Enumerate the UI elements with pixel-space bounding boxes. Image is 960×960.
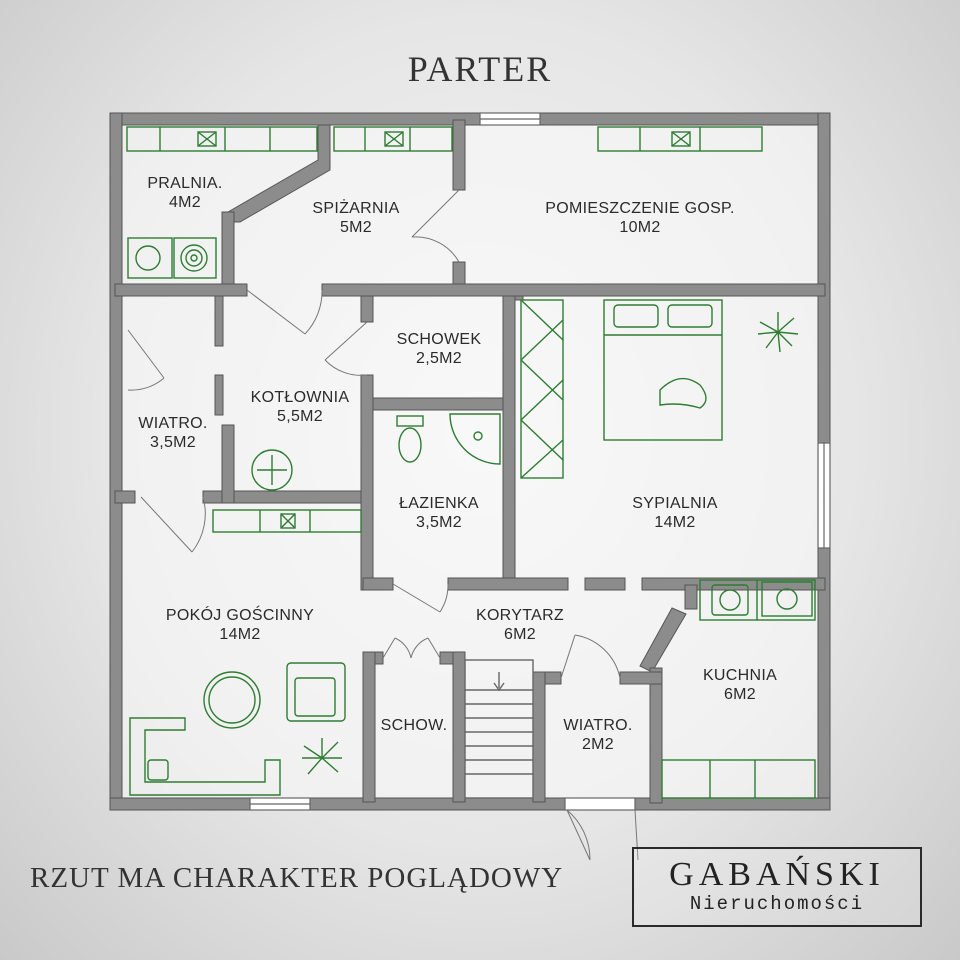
page-title: PARTER: [407, 49, 553, 89]
gosp-shelf: [597, 126, 763, 152]
room-pokoj-goscinny-area: 14M2: [219, 626, 261, 643]
room-wiatrolap-1-name: WIATRO.: [138, 415, 208, 432]
logo-sub-text: Nieruchomości: [689, 893, 865, 915]
room-schowek-name: SCHOWEK: [396, 331, 482, 348]
room-sypialnia-name: SYPIALNIA: [632, 495, 718, 512]
room-kuchnia: KUCHNIA 6M2: [670, 666, 810, 704]
room-kuchnia-name: KUCHNIA: [702, 667, 778, 684]
room-korytarz-name: KORYTARZ: [475, 607, 565, 624]
room-pralnia-area: 4M2: [168, 194, 202, 211]
room-wiatrolap-2-area: 2M2: [581, 736, 615, 753]
room-schow-name: SCHOW.: [380, 717, 448, 734]
plant-living: [302, 738, 342, 775]
coffee-table: [203, 671, 261, 729]
room-wiatrolap-2-name: WIATRO.: [563, 717, 633, 734]
armchair: [286, 662, 346, 722]
toilet-tank: [396, 415, 424, 427]
boiler: [251, 449, 293, 491]
room-pralnia: PRALNIA. 4M2: [120, 174, 250, 212]
bed: [603, 299, 723, 441]
room-lazienka-name: ŁAZIENKA: [399, 495, 479, 512]
shower: [449, 413, 501, 465]
room-wiatrolap-1: WIATRO. 3,5M2: [120, 414, 226, 452]
dryer: [173, 237, 217, 279]
room-schowek: SCHOWEK 2,5M2: [375, 330, 503, 368]
room-spizarnia-area: 5M2: [339, 219, 373, 236]
disclaimer-note: RZUT MA CHARAKTER POGLĄDOWY: [30, 862, 564, 894]
room-korytarz: KORYTARZ 6M2: [450, 606, 590, 644]
windows: [249, 112, 831, 811]
spizarnia-shelf: [333, 126, 453, 152]
hall-cabinet: [212, 509, 362, 533]
kitchen-stove: [761, 581, 813, 617]
room-pokoj-goscinny-name: POKÓJ GOŚCINNY: [165, 607, 315, 624]
doors: [127, 189, 639, 861]
sofa: [129, 717, 281, 796]
room-wiatrolap-1-area: 3,5M2: [150, 434, 196, 451]
room-wiatrolap-2: WIATRO. 2M2: [545, 716, 651, 754]
furniture: [126, 126, 816, 799]
company-logo: GABAŃSKI Nieruchomości: [632, 847, 922, 927]
room-schow: SCHOW.: [374, 716, 454, 735]
room-kotlownia-area: 5,5M2: [277, 408, 323, 425]
room-pokoj-goscinny: POKÓJ GOŚCINNY 14M2: [140, 606, 340, 644]
room-pomieszczenie-gosp-area: 10M2: [619, 219, 661, 236]
stairs: [464, 659, 534, 799]
room-spizarnia: SPIŻARNIA 5M2: [286, 199, 426, 237]
kitchen-counter-bottom: [661, 759, 816, 799]
wardrobe: [520, 299, 564, 479]
room-lazienka-area: 3,5M2: [416, 514, 462, 531]
room-sypialnia-area: 14M2: [654, 514, 696, 531]
logo-main-text: GABAŃSKI: [669, 856, 885, 893]
room-pomieszczenie-gosp: POMIESZCZENIE GOSP. 10M2: [490, 199, 790, 237]
room-lazienka: ŁAZIENKA 3,5M2: [375, 494, 503, 532]
washing-machine: [127, 237, 173, 279]
room-pralnia-name: PRALNIA.: [147, 175, 223, 192]
toilet: [398, 427, 422, 463]
pralnia-counter: [126, 126, 318, 152]
room-kotlownia-name: KOTŁOWNIA: [250, 389, 350, 406]
room-spizarnia-name: SPIŻARNIA: [312, 200, 400, 217]
room-korytarz-area: 6M2: [503, 626, 537, 643]
room-kotlownia: KOTŁOWNIA 5,5M2: [232, 388, 368, 426]
room-kuchnia-area: 6M2: [723, 686, 757, 703]
room-schowek-area: 2,5M2: [416, 350, 462, 367]
room-sypialnia: SYPIALNIA 14M2: [590, 494, 760, 532]
room-pomieszczenie-gosp-name: POMIESZCZENIE GOSP.: [545, 200, 735, 217]
plant-bedroom: [757, 312, 799, 353]
